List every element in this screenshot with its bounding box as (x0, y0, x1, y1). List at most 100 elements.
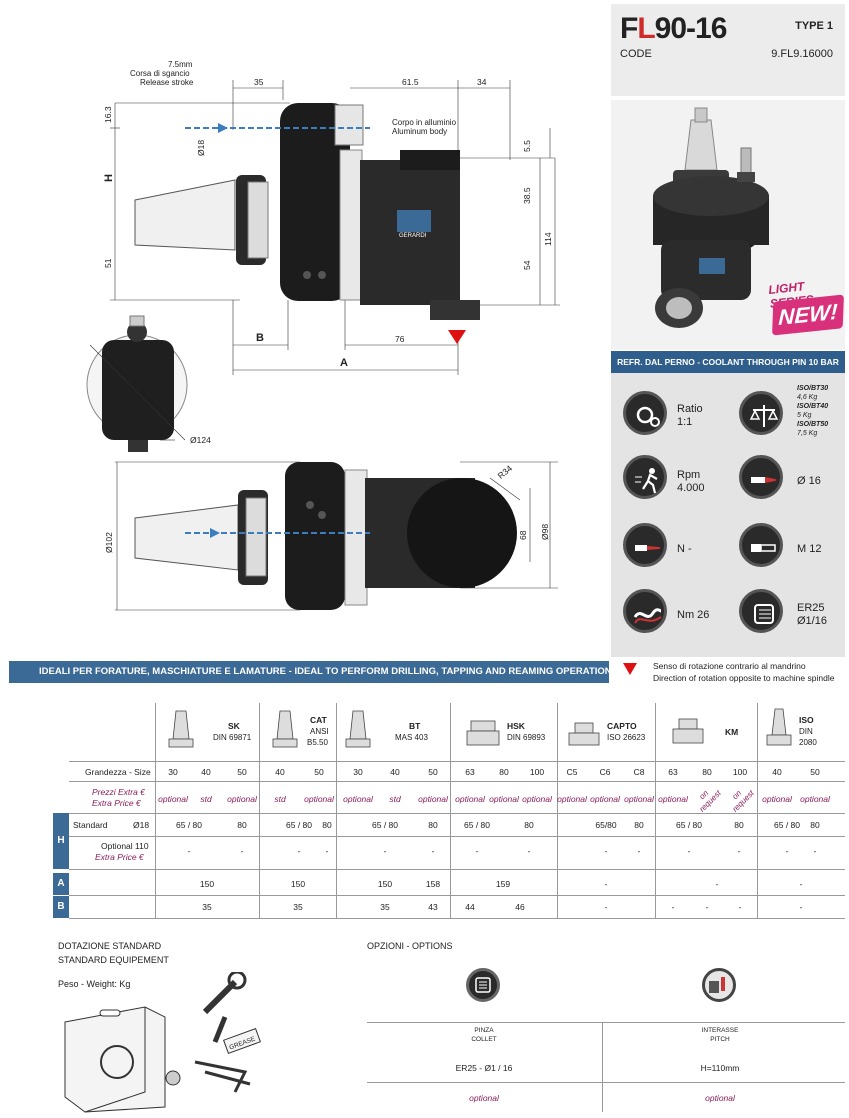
collet-icon (739, 589, 783, 633)
product-illustration (653, 107, 769, 328)
option-pitch-en: PITCH (710, 1036, 730, 1043)
standard-cell: 80 (428, 820, 438, 830)
dim-61-5: 61.5 (402, 77, 419, 87)
b-label: B (53, 896, 69, 918)
ideal-operations-bar: IDEALI PER FORATURE, MASCHIATURE E LAMAT… (9, 661, 609, 683)
opt110-cell: - (813, 846, 817, 856)
b-cell: 44 (465, 902, 475, 912)
opt110-cell: - (297, 846, 301, 856)
rotation-arrow-icon (623, 663, 637, 675)
family-sk: SK (228, 721, 240, 731)
type-label: TYPE 1 (795, 20, 833, 32)
size-cell: C5 (566, 767, 578, 777)
price-label-it: Prezzi Extra € (92, 787, 145, 797)
collet-option-icon (466, 968, 500, 1002)
collet-value-1: ER25 (797, 602, 825, 614)
holder-icons (168, 708, 792, 748)
dim-5-5: 5.5 (522, 140, 532, 152)
family-bt-std: MAS 403 (395, 733, 428, 742)
dim-76: 76 (395, 334, 405, 344)
standard-cell: 80 (634, 820, 644, 830)
standard-cell: 65 / 80 (286, 820, 312, 830)
family-bt: BT (409, 721, 421, 731)
collet-value-2: Ø1/16 (797, 615, 827, 627)
aluminum-body-en: Aluminum body (392, 127, 448, 136)
opt110-cell: - (785, 846, 789, 856)
b-cell: 46 (515, 902, 525, 912)
rpm-label: Rpm (677, 469, 701, 481)
family-iso-std: DIN (799, 727, 813, 736)
family-cat: CAT (310, 715, 327, 725)
dim-h: H (103, 174, 115, 182)
opt110-cell: - (431, 846, 435, 856)
opt110-cell: - (383, 846, 387, 856)
runner-icon (623, 455, 667, 499)
b-cell: - (604, 902, 608, 912)
a-cell: 150 (290, 879, 306, 889)
drill-icon (739, 455, 783, 499)
size-cell: 50 (428, 767, 438, 777)
dim-16-3: 16.3 (103, 106, 113, 123)
b-cell: 35 (293, 902, 303, 912)
option-pitch-price: optional (705, 1093, 735, 1103)
dim-35: 35 (254, 77, 264, 87)
a-cell: 159 (495, 879, 511, 889)
torque-icon (623, 589, 667, 633)
diameter-value: Ø 16 (797, 475, 821, 487)
family-km: KM (725, 727, 739, 737)
size-cell: 40 (201, 767, 211, 777)
a-cell: - (715, 879, 719, 889)
aluminum-body-it: Corpo in alluminio (392, 118, 457, 127)
option-collet-en: COLLET (471, 1036, 497, 1043)
option-collet-it: PINZA (474, 1027, 494, 1034)
size-cell: 30 (353, 767, 363, 777)
size-cell: 30 (168, 767, 178, 777)
dim-d124: Ø124 (190, 435, 211, 445)
b-cell: 35 (380, 902, 390, 912)
model-name: FL90-16 (620, 12, 727, 45)
price-cell: optional (227, 794, 257, 804)
rotation-note-it: Senso di rotazione contrario al mandrino (653, 661, 806, 671)
options-title: OPZIONI - OPTIONS (367, 941, 453, 951)
b-cell: - (738, 902, 742, 912)
weight-label: Peso - Weight: Kg (58, 979, 131, 989)
price-cell: optional (418, 794, 448, 804)
code-label: CODE (620, 48, 652, 60)
price-cell: optional (304, 794, 334, 804)
release-stroke-note: 7.5mm (168, 60, 193, 69)
tap-icon (623, 523, 667, 567)
a-cell: - (604, 879, 608, 889)
standard-cell: 65 / 80 (464, 820, 490, 830)
size-cell: 63 (465, 767, 475, 777)
standard-dia: Ø18 (133, 820, 150, 830)
price-cell: optional (455, 794, 485, 804)
size-cell: 100 (529, 767, 545, 777)
dim-d98: Ø98 (540, 523, 550, 540)
dim-a: A (340, 357, 348, 369)
size-cell: 50 (810, 767, 820, 777)
thread-value: M 12 (797, 543, 822, 555)
a-cell: 150 (377, 879, 393, 889)
family-cat-std: ANSI (310, 727, 329, 736)
technical-drawing (86, 80, 560, 611)
option-pitch-value: H=110mm (700, 1063, 740, 1073)
family-capto-std: ISO 26623 (607, 733, 646, 742)
pitch-option-icon (702, 968, 736, 1002)
size-cell: C8 (633, 767, 645, 777)
standard-cell: 65 / 80 (774, 820, 800, 830)
b-cell: - (705, 902, 709, 912)
price-cell: on request (697, 788, 723, 814)
opt110-cell: - (475, 846, 479, 856)
b-cell: 35 (202, 902, 212, 912)
standard-cell: 65/80 (595, 820, 617, 830)
opt110-cell: - (637, 846, 641, 856)
price-label-en: Extra Price € (92, 798, 141, 808)
family-hsk-std: DIN 69893 (507, 733, 546, 742)
standard-cell: 80 (524, 820, 534, 830)
price-cell: optional (158, 794, 188, 804)
family-iso: ISO (799, 715, 814, 725)
size-cell: 40 (275, 767, 285, 777)
option-collet-price: optional (469, 1093, 499, 1103)
